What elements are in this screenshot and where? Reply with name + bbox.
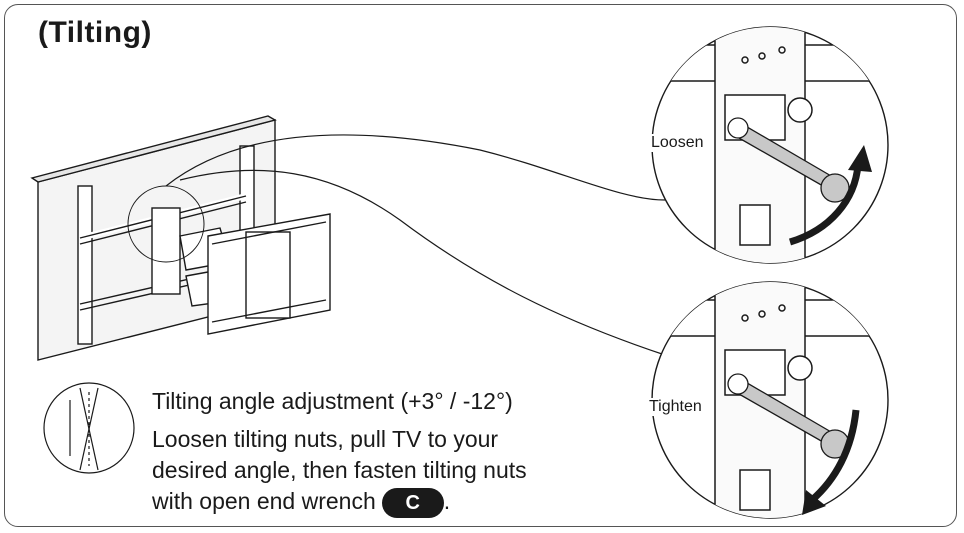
panel-frame: [4, 4, 957, 527]
rotation-arrow-icon: [788, 164, 862, 246]
loosen-detail-icon: [651, 26, 889, 264]
instruction-line-3-end: .: [443, 488, 451, 514]
instructions: Loosen tilting nuts, pull TV to your des…: [152, 424, 527, 518]
tighten-label: Tighten: [649, 398, 702, 416]
section-title: (Tilting): [38, 16, 152, 49]
instruction-line-1: Loosen tilting nuts, pull TV to your: [152, 426, 499, 452]
tilt-angle-icon: [43, 382, 135, 474]
wrench-icon: [727, 117, 850, 203]
tv-wall-mount-illustration: [30, 115, 331, 361]
instruction-line-2: desired angle, then fasten tilting nuts: [152, 457, 527, 483]
instruction-line-3-text: with open end wrench: [152, 488, 376, 514]
tool-badge: C: [381, 487, 444, 518]
loosen-label: Loosen: [651, 134, 704, 152]
tilt-caption: Tilting angle adjustment (+3° / -12°): [152, 388, 513, 414]
